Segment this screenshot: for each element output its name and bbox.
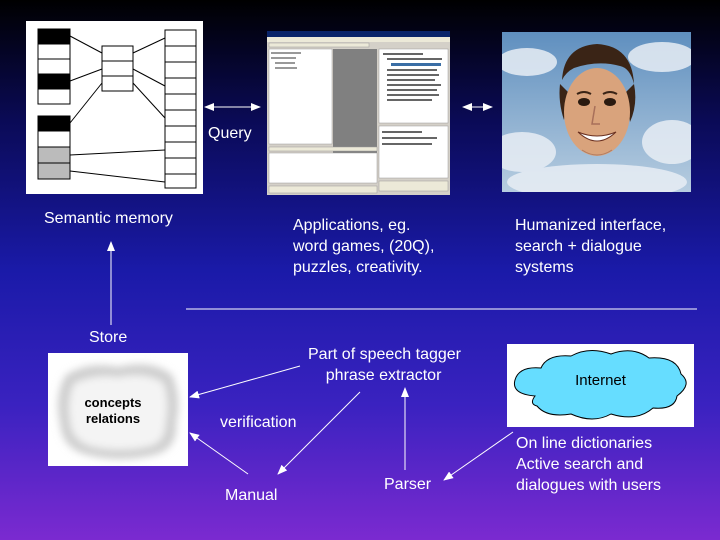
concepts-label: concepts — [84, 395, 142, 410]
pos-tagger-label: Part of speech tagger phrase extractor — [308, 346, 461, 384]
manual-label: Manual — [225, 487, 278, 504]
internet-cloud-box: Internet — [507, 344, 694, 427]
concepts-relations-box: concepts relations — [48, 353, 188, 466]
parser-label: Parser — [384, 476, 432, 493]
semantic-memory-diagram — [26, 21, 203, 194]
internet-label: Internet — [575, 372, 626, 389]
relations-label: relations — [85, 411, 141, 426]
applications-label: Applications, eg. word games, (20Q), puz… — [293, 217, 435, 276]
arrow-extractor-to-manual — [277, 391, 361, 475]
arrow-tagger-to-concepts — [189, 365, 301, 399]
application-screenshot — [267, 31, 450, 195]
humanized-face-image — [488, 32, 702, 200]
query-label: Query — [208, 125, 252, 142]
verification-label: verification — [220, 414, 297, 431]
arrow-dictionaries-to-parser — [443, 431, 514, 481]
arrow-manual-to-concepts — [189, 432, 249, 475]
humanized-interface-label: Humanized interface, search + dialogue s… — [515, 217, 667, 276]
semantic-memory-label: Semantic memory — [44, 210, 173, 227]
online-dictionaries-label: On line dictionaries Active search and d… — [516, 435, 661, 494]
store-label: Store — [89, 329, 128, 346]
